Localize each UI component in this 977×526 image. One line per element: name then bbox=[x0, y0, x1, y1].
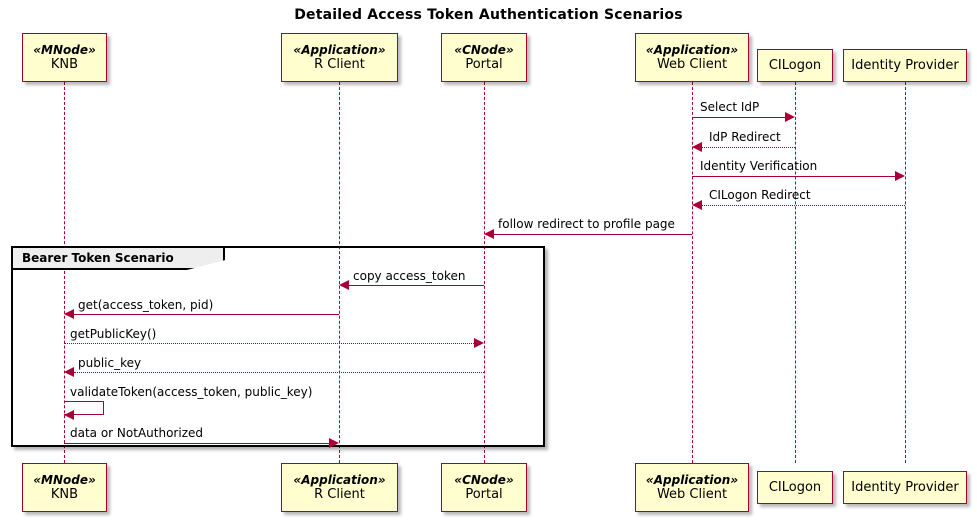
message-line-cilogon-redirect bbox=[702, 205, 905, 206]
message-line-get-access-token bbox=[74, 314, 339, 315]
message-label-get-public-key: getPublicKey() bbox=[70, 327, 157, 341]
message-line-identity-verification bbox=[692, 176, 895, 177]
lifeline-webclient bbox=[692, 82, 693, 463]
participant-name: R Client bbox=[314, 486, 365, 502]
participant-knb-bottom[interactable]: «MNode» KNB bbox=[22, 463, 107, 512]
message-arrowhead-data-or-notauthorized bbox=[329, 438, 339, 448]
message-line-data-or-notauthorized bbox=[64, 443, 329, 444]
message-label-follow-redirect: follow redirect to profile page bbox=[498, 217, 675, 231]
message-label-public-key: public_key bbox=[78, 356, 142, 370]
message-label-validate-token: validateToken(access_token, public_key) bbox=[70, 385, 313, 399]
message-label-idp-redirect: IdP Redirect bbox=[709, 130, 781, 144]
message-arrowhead-cilogon-redirect bbox=[692, 200, 702, 210]
participant-stereotype: «MNode» bbox=[33, 42, 96, 57]
participant-name: KNB bbox=[50, 56, 79, 72]
participant-name: Web Client bbox=[656, 486, 728, 502]
participant-idp-top[interactable]: Identity Provider bbox=[843, 49, 967, 82]
message-arrowhead-identity-verification bbox=[895, 171, 905, 181]
message-line-idp-redirect bbox=[702, 147, 795, 148]
group-frame-label: Bearer Token Scenario bbox=[22, 251, 174, 265]
participant-portal-top[interactable]: «CNode» Portal bbox=[441, 33, 527, 82]
message-self-loop-validate-token bbox=[64, 401, 104, 415]
group-frame-label-tab: Bearer Token Scenario bbox=[13, 248, 225, 270]
message-line-copy-access-token bbox=[349, 285, 484, 286]
message-label-cilogon-redirect: CILogon Redirect bbox=[709, 188, 811, 202]
message-label-get-access-token: get(access_token, pid) bbox=[78, 298, 214, 312]
message-label-identity-verification: Identity Verification bbox=[700, 159, 818, 173]
message-line-select-idp bbox=[692, 117, 785, 118]
lifeline-rclient bbox=[339, 82, 340, 463]
participant-rclient-top[interactable]: «Application» R Client bbox=[281, 33, 398, 82]
participant-portal-bottom[interactable]: «CNode» Portal bbox=[441, 463, 527, 512]
participant-name: Identity Provider bbox=[851, 479, 959, 495]
participant-name: KNB bbox=[50, 486, 79, 502]
participant-name: CILogon bbox=[768, 479, 822, 495]
participant-name: Web Client bbox=[656, 56, 728, 72]
participant-name: CILogon bbox=[768, 57, 822, 73]
message-arrowhead-copy-access-token bbox=[339, 280, 349, 290]
participant-idp-bottom[interactable]: Identity Provider bbox=[843, 471, 967, 504]
message-arrowhead-get-public-key bbox=[474, 338, 484, 348]
message-line-get-public-key bbox=[64, 343, 474, 344]
participant-name: Portal bbox=[465, 56, 503, 72]
lifeline-cilogon bbox=[795, 82, 796, 463]
message-label-data-or-notauthorized: data or NotAuthorized bbox=[70, 426, 203, 440]
message-arrowhead-follow-redirect bbox=[484, 229, 494, 239]
participant-name: R Client bbox=[314, 56, 365, 72]
participant-name: Identity Provider bbox=[851, 57, 959, 73]
message-arrowhead-validate-token bbox=[64, 410, 74, 420]
message-line-public-key bbox=[74, 372, 484, 373]
lifeline-portal bbox=[484, 82, 485, 463]
participant-stereotype: «Application» bbox=[645, 472, 739, 487]
lifeline-idp bbox=[905, 82, 906, 463]
participant-knb-top[interactable]: «MNode» KNB bbox=[22, 33, 107, 82]
participant-cilogon-top[interactable]: CILogon bbox=[757, 49, 833, 82]
participant-stereotype: «CNode» bbox=[454, 472, 514, 487]
participant-stereotype: «Application» bbox=[645, 42, 739, 57]
page-title: Detailed Access Token Authentication Sce… bbox=[294, 7, 683, 23]
participant-stereotype: «Application» bbox=[293, 42, 386, 57]
message-arrowhead-idp-redirect bbox=[692, 142, 702, 152]
message-arrowhead-select-idp bbox=[785, 112, 795, 122]
group-frame-bearer-token-scenario bbox=[11, 246, 545, 447]
participant-webclient-bottom[interactable]: «Application» Web Client bbox=[635, 463, 749, 512]
message-line-follow-redirect bbox=[494, 234, 692, 235]
participant-stereotype: «Application» bbox=[293, 472, 386, 487]
participant-stereotype: «MNode» bbox=[33, 472, 96, 487]
participant-stereotype: «CNode» bbox=[454, 42, 514, 57]
participant-webclient-top[interactable]: «Application» Web Client bbox=[635, 33, 749, 82]
lifeline-knb bbox=[64, 82, 65, 463]
participant-cilogon-bottom[interactable]: CILogon bbox=[757, 471, 833, 504]
message-arrowhead-public-key bbox=[64, 367, 74, 377]
message-label-copy-access-token: copy access_token bbox=[353, 269, 466, 283]
participant-name: Portal bbox=[465, 486, 503, 502]
participant-rclient-bottom[interactable]: «Application» R Client bbox=[281, 463, 398, 512]
message-label-select-idp: Select IdP bbox=[700, 100, 760, 114]
message-arrowhead-get-access-token bbox=[64, 309, 74, 319]
